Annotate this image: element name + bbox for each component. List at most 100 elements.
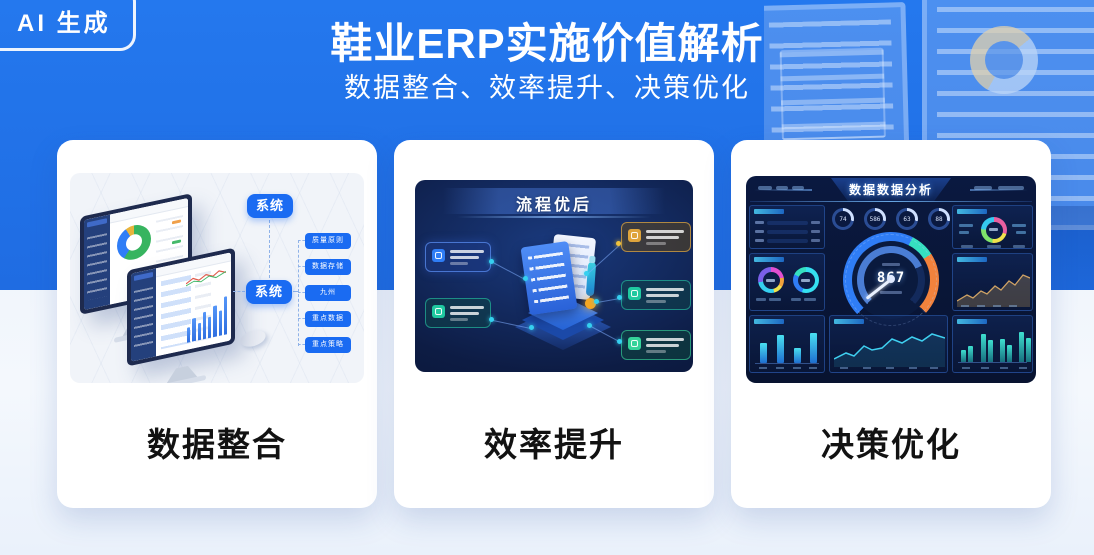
axis-label-decor xyxy=(793,367,801,369)
card-label-data-integration: 数据整合 xyxy=(147,426,287,463)
module-button: 数据存储 xyxy=(305,259,351,275)
bar-chart xyxy=(187,292,227,343)
flow-step-box xyxy=(425,298,491,328)
axis-label-decor xyxy=(840,367,848,369)
connector-dashed xyxy=(293,291,299,292)
flow-panel-title: 流程优后 xyxy=(515,197,592,214)
dashboard-sidebar xyxy=(84,214,110,311)
hbar-value xyxy=(811,239,820,242)
axis-baseline xyxy=(755,363,819,364)
axis-label-decor xyxy=(1000,367,1008,369)
panel-vbar-chart xyxy=(749,315,825,373)
axis-label-decor xyxy=(981,367,989,369)
connector-dot xyxy=(617,339,622,344)
connector-dashed xyxy=(298,266,305,267)
gauge-label-decor xyxy=(804,298,816,301)
gauge-needle-cap xyxy=(887,275,895,283)
module-button: 重点策略 xyxy=(305,337,351,353)
axis-label-decor xyxy=(759,367,767,369)
panel-header-decor xyxy=(754,319,784,324)
connector-dashed xyxy=(269,220,270,278)
axis-label-decor xyxy=(993,305,1001,307)
title-underline xyxy=(457,216,651,218)
dashboard-sidebar xyxy=(131,268,156,362)
connector-dot-yellow xyxy=(616,241,621,246)
teal-bar xyxy=(981,334,986,362)
hbar-row xyxy=(755,221,820,225)
gauge-label-decor xyxy=(880,291,902,294)
document-lines xyxy=(533,251,570,304)
sidebar-menu-rows xyxy=(87,233,107,301)
step-text-lines xyxy=(646,229,684,245)
connector-dot xyxy=(529,325,534,330)
process-icon xyxy=(432,305,445,318)
axis-label-decor xyxy=(1019,367,1027,369)
donut-chart xyxy=(117,221,151,264)
connector-dot xyxy=(523,276,528,281)
system-pill-top: 系统 xyxy=(247,194,293,218)
stat-ring-value: 88 xyxy=(935,215,943,223)
teal-bar xyxy=(961,350,966,362)
flow-step-box xyxy=(621,280,691,310)
hbar-track xyxy=(767,230,808,234)
stat-ring: 63 xyxy=(896,208,918,230)
connector-dashed xyxy=(298,240,299,346)
step-text-lines xyxy=(450,305,484,321)
connector-dashed xyxy=(298,344,305,345)
hbar-label xyxy=(755,239,764,242)
cards-row: 系统 系统 质量原则 数据存储 九州 重点数据 重点策略 数据整合 xyxy=(57,140,1051,508)
hbar-value xyxy=(811,230,820,233)
sparkline-chart xyxy=(185,266,227,288)
hbar-row xyxy=(755,230,820,234)
header-text-decor xyxy=(758,186,772,190)
gauge-label-decor xyxy=(961,245,973,248)
sidebar-menu-rows xyxy=(134,286,153,353)
hbar-value xyxy=(811,221,820,224)
module-button: 九州 xyxy=(305,285,351,301)
connector-dot xyxy=(489,259,494,264)
card-decision: 数据数据分析 xyxy=(731,140,1051,508)
connector-dot xyxy=(584,271,589,276)
teal-bar xyxy=(1019,332,1024,362)
decision-dashboard-illustration: 数据数据分析 xyxy=(746,176,1036,383)
flow-step-box xyxy=(425,242,491,272)
connector-dot xyxy=(489,317,494,322)
ai-generated-badge: AI 生成 xyxy=(0,0,136,51)
vbar xyxy=(760,343,767,363)
gauge-label-decor xyxy=(756,298,766,301)
efficiency-illustration: 流程优后 xyxy=(415,180,693,372)
header-text-decor xyxy=(776,186,788,190)
page-title: 鞋业ERP实施价值解析 xyxy=(330,20,764,67)
header-text-decor xyxy=(792,186,804,190)
gauge-value-decor xyxy=(989,228,998,231)
module-button: 重点数据 xyxy=(305,311,351,327)
hbar-row xyxy=(755,239,820,243)
gauge-value-decor xyxy=(801,279,810,282)
step-text-lines xyxy=(646,287,684,303)
panel-header-decor xyxy=(754,257,784,262)
hbar-label xyxy=(755,221,764,224)
panel-header-decor xyxy=(834,319,864,324)
header-wing-right xyxy=(970,189,1028,191)
axis-label-decor xyxy=(1009,305,1017,307)
panel-header-decor xyxy=(957,209,987,214)
panel-ring-gauge xyxy=(952,205,1033,249)
connector-dashed xyxy=(233,291,245,292)
dashboard-title-plate xyxy=(831,178,951,201)
teal-bar xyxy=(988,340,993,362)
axis-label-decor xyxy=(776,367,784,369)
bar xyxy=(187,327,191,343)
bar xyxy=(213,304,217,338)
gauge-label-decor xyxy=(791,298,801,301)
speedometer-gauge: 867 xyxy=(843,232,939,328)
donut-gauge-cyan xyxy=(793,267,819,293)
header-text-decor xyxy=(998,186,1024,190)
axis-label-decor xyxy=(909,367,917,369)
card-data-integration: 系统 系统 质量原则 数据存储 九州 重点数据 重点策略 数据整合 xyxy=(57,140,377,508)
panel-area-chart xyxy=(952,253,1033,311)
hbar-track xyxy=(767,239,808,243)
sidebar-logo xyxy=(87,218,107,228)
stat-ring: 88 xyxy=(928,208,950,230)
axis-label-decor xyxy=(863,367,871,369)
